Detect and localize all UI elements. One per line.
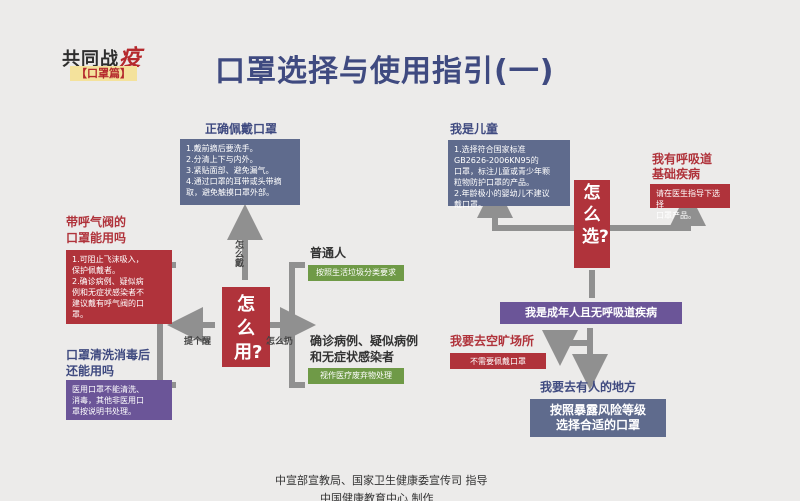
- ordinary-disposal-box: 按照生活垃圾分类要求: [308, 265, 404, 281]
- respiratory-item: 请在医生指导下选择: [656, 189, 720, 209]
- child-item: 口罩，标注儿童或青少年颗: [454, 167, 550, 176]
- how-to-use-center: 怎么用?: [222, 287, 270, 367]
- respiratory-item: 口罩产品。: [656, 211, 696, 220]
- logo-epidemic-char: 疫: [119, 45, 143, 71]
- logo-text: 共同战: [62, 49, 119, 70]
- footer-producer: 中国健康教育中心 制作: [320, 492, 434, 501]
- valve-mask-heading-line2: 口罩能用吗: [66, 231, 127, 245]
- adult-no-respiratory-banner: 我是成年人且无呼吸道疾病: [500, 302, 682, 324]
- crowded-place-heading: 我要去有人的地方: [540, 380, 637, 394]
- wash-item: 医用口罩不能清洗、: [72, 385, 144, 394]
- wash-item: 罩按说明书处理。: [72, 407, 136, 416]
- wash-mask-box: 医用口罩不能清洗、 消毒，其他非医用口 罩按说明书处理。: [66, 380, 172, 420]
- open-area-heading: 我要去空旷场所: [450, 334, 535, 348]
- wash-mask-heading-line1: 口罩清洗消毒后: [66, 348, 151, 362]
- dispose-label: 怎么扔: [266, 337, 294, 347]
- logo-subtitle: 【口罩篇】: [70, 66, 137, 81]
- crowded-text-line1: 按照暴露风险等级: [549, 403, 646, 417]
- remind-label: 提个醒: [184, 337, 212, 347]
- valve-item: 罩。: [72, 310, 88, 319]
- how-to-choose-center: 怎么选?: [574, 180, 610, 268]
- child-item: 戴口罩。: [454, 200, 486, 209]
- ordinary-people-heading: 普通人: [310, 246, 347, 260]
- crowded-text-line2: 选择合适的口罩: [555, 418, 640, 432]
- valve-item: 建议戴有呼气阀的口: [72, 299, 144, 308]
- valve-mask-box: 1.可阻止飞沫吸入， 保护佩戴者。 2.确诊病例、疑似病 例和无症状感染者不 建…: [66, 250, 172, 324]
- wear-heading: 正确佩戴口罩: [205, 122, 278, 136]
- campaign-logo: 共同战疫: [62, 40, 142, 72]
- wear-item: 1.戴前摘后要洗手。: [186, 144, 258, 153]
- child-item: 粒物防护口罩的产品。: [454, 178, 534, 187]
- respiratory-heading-line1: 我有呼吸道: [652, 152, 713, 166]
- how-to-choose-text: 怎么选?: [582, 183, 609, 247]
- valve-item: 2.确诊病例、疑似病: [72, 277, 144, 286]
- child-item: GB2626-2006KN95的: [454, 156, 539, 165]
- wear-instructions-box: 1.戴前摘后要洗手。 2.分清上下与内外。 3.紧贴面部、避免漏气。 4.通过口…: [180, 139, 300, 205]
- respiratory-heading-line2: 基础疾病: [652, 167, 701, 181]
- wash-item: 消毒，其他非医用口: [72, 396, 144, 405]
- how-to-use-text: 怎么用?: [234, 294, 263, 363]
- page-title: 口罩选择与使用指引(一): [215, 54, 555, 89]
- child-heading: 我是儿童: [450, 122, 499, 136]
- wear-item: 取，避免触摸口罩外部。: [186, 188, 274, 197]
- confirmed-cases-heading-line1: 确诊病例、疑似病例: [310, 334, 419, 348]
- wear-item: 3.紧贴面部、避免漏气。: [186, 166, 274, 175]
- valve-item: 例和无症状感染者不: [72, 288, 144, 297]
- child-item: 2.年龄极小的婴幼儿不建议: [454, 189, 550, 198]
- wash-mask-heading-line2: 还能用吗: [66, 364, 115, 378]
- wear-label: 怎么戴: [233, 240, 243, 267]
- valve-item: 保护佩戴者。: [72, 266, 120, 275]
- valve-item: 1.可阻止飞沫吸入，: [72, 255, 144, 264]
- wear-item: 4.通过口罩的耳带或头带摘: [186, 177, 282, 186]
- open-area-box: 不需要佩戴口罩: [450, 353, 546, 369]
- confirmed-cases-heading-line2: 和无症状感染者: [310, 350, 395, 364]
- child-instructions-box: 1.选择符合国家标准 GB2626-2006KN95的 口罩，标注儿童或青少年颗…: [448, 140, 570, 209]
- respiratory-box: 请在医生指导下选择 口罩产品。: [650, 184, 730, 220]
- medical-waste-box: 视作医疗废弃物处理: [308, 368, 404, 384]
- footer-guidance: 中宣部宣教局、国家卫生健康委宣传司 指导: [275, 474, 488, 487]
- crowded-place-box: 按照暴露风险等级 选择合适的口罩: [530, 399, 666, 437]
- child-item: 1.选择符合国家标准: [454, 145, 526, 154]
- valve-mask-heading-line1: 带呼气阀的: [66, 215, 127, 229]
- wear-item: 2.分清上下与内外。: [186, 155, 258, 164]
